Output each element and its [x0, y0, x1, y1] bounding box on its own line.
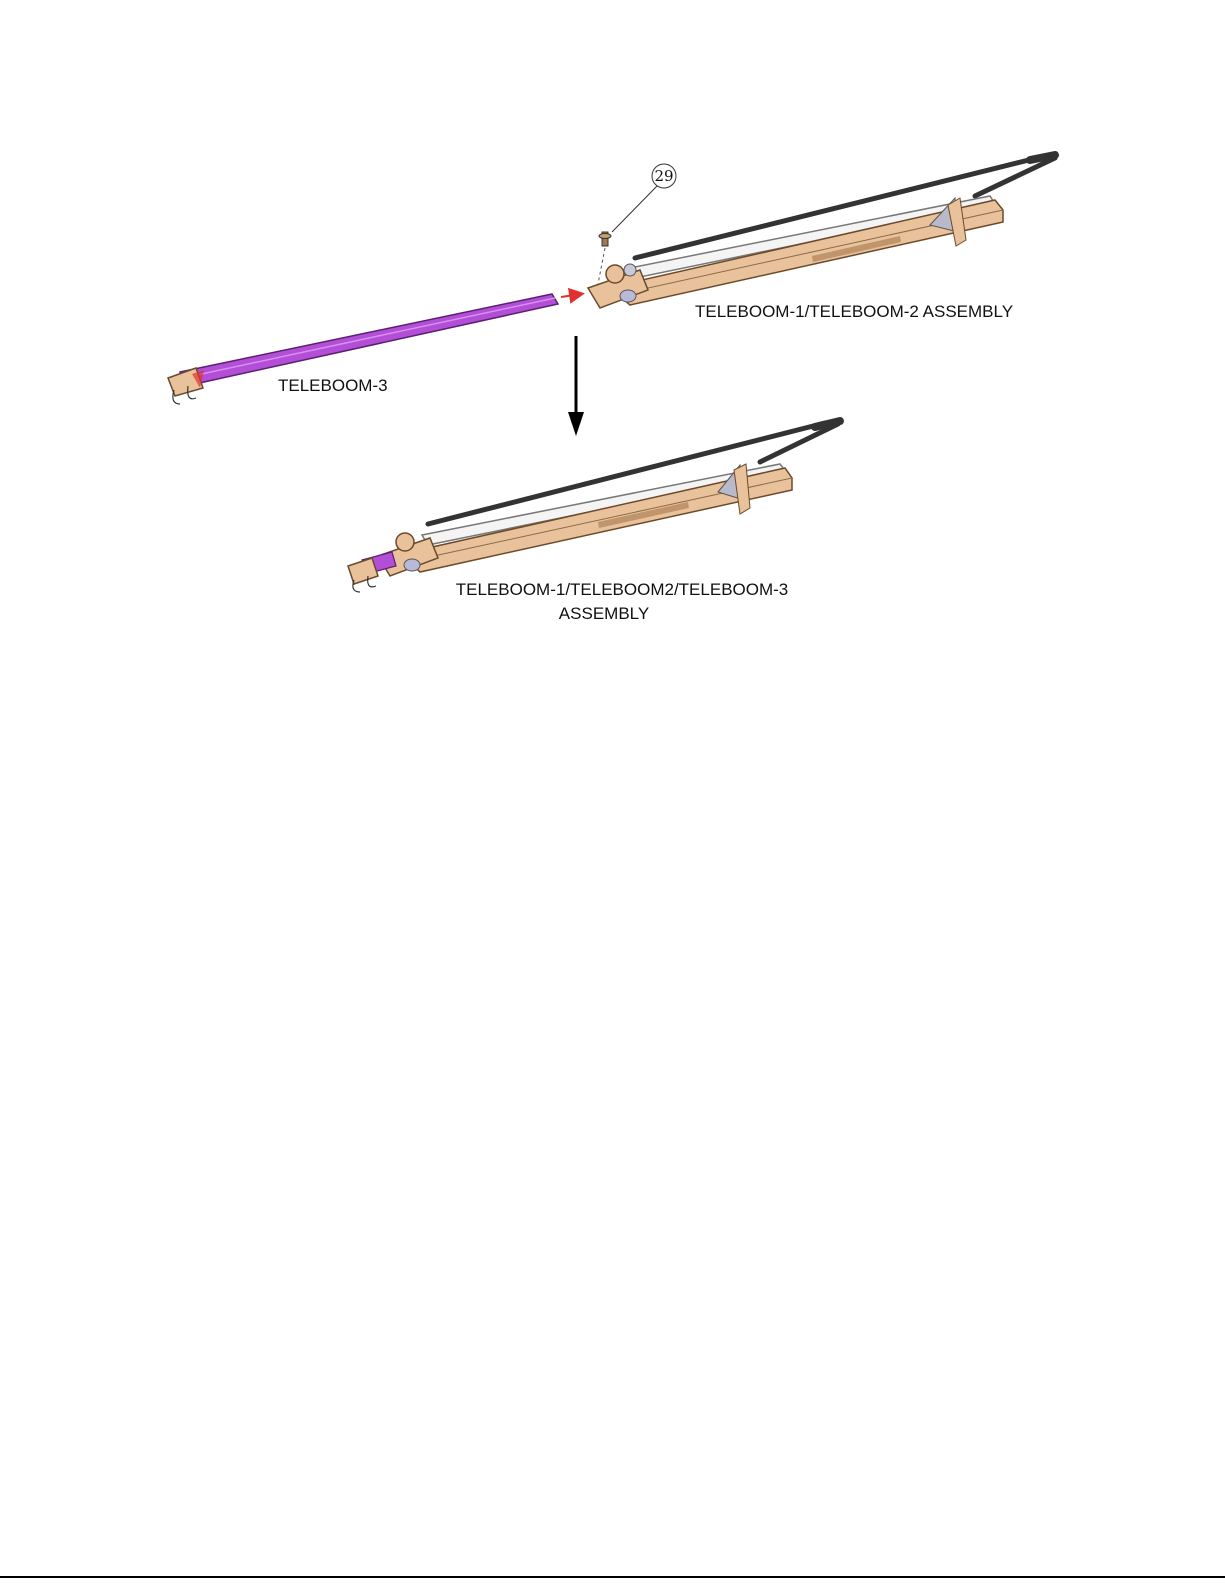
callout-29: 29 [612, 164, 676, 232]
page-bottom-rule [0, 1576, 1225, 1578]
label-teleboom-1-2-3-assembly-line2: ASSEMBLY [559, 604, 649, 623]
insert-arrow [561, 294, 581, 297]
white-cylinder [630, 196, 995, 278]
label-teleboom-1-2-3-assembly-line1: TELEBOOM-1/TELEBOOM2/TELEBOOM-3 [456, 580, 789, 599]
label-teleboom-1-2-assembly: TELEBOOM-1/TELEBOOM-2 ASSEMBLY [695, 302, 1013, 321]
label-teleboom-3: TELEBOOM-3 [278, 376, 388, 395]
teleboom-1-2-3-assembly [348, 421, 840, 592]
callout-number: 29 [654, 167, 673, 185]
down-arrow [568, 336, 584, 436]
